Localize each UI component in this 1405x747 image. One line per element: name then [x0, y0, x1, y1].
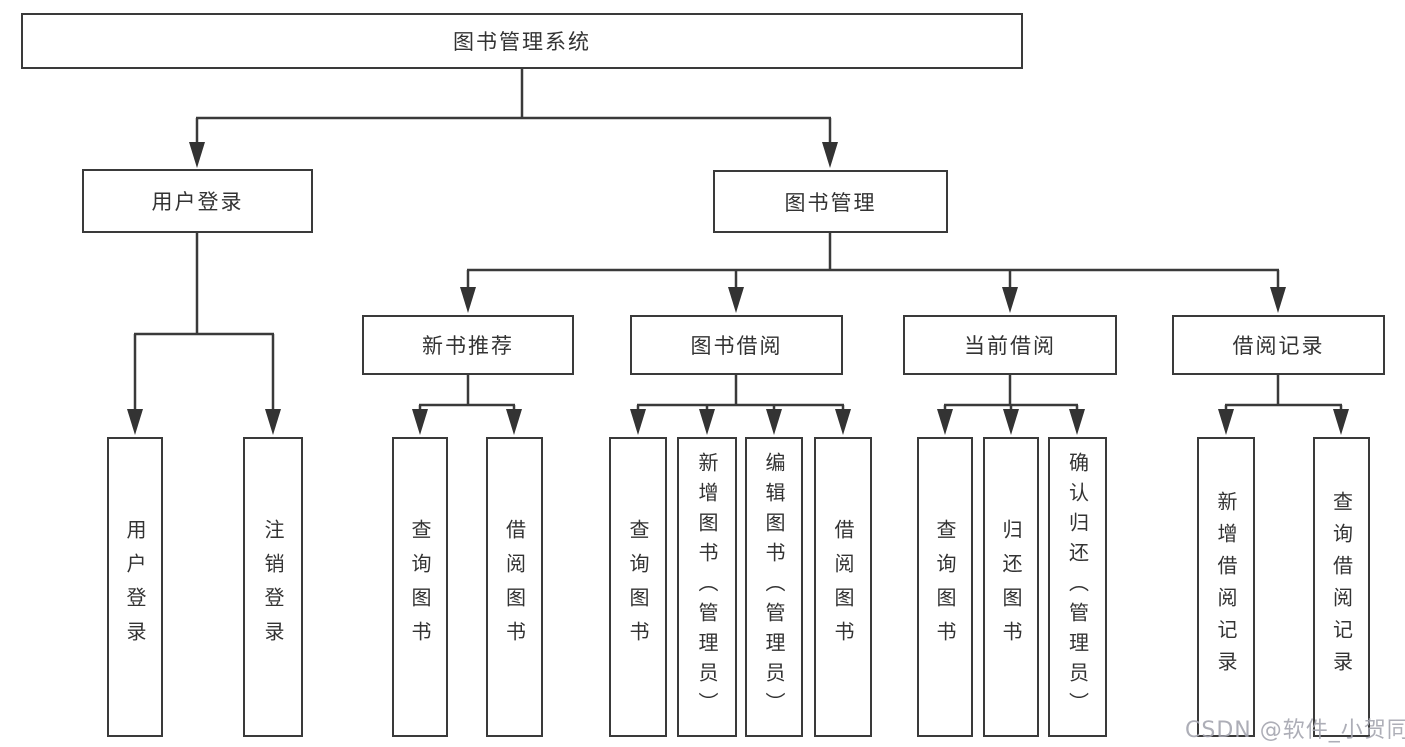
leaf-add-book-admin: 新增图书（管理员） [677, 437, 737, 737]
connector-records-to-leaves [1224, 375, 1343, 420]
leaf-borrow-books-recommend-label: 借阅图书 [502, 519, 527, 655]
leaf-add-book-admin-label: 新增图书（管理员） [695, 452, 719, 722]
connector-recommend-to-leaves [418, 375, 516, 420]
connector-current-to-leaves [943, 375, 1079, 420]
node-user-login: 用户登录 [82, 169, 313, 233]
leaf-query-books-current-label: 查询图书 [933, 519, 957, 655]
leaf-borrow-books: 借阅图书 [814, 437, 872, 737]
node-library-management-system: 图书管理系统 [21, 13, 1023, 69]
leaf-edit-book-admin-label: 编辑图书（管理员） [762, 452, 786, 722]
leaf-query-books-recommend-label: 查询图书 [408, 519, 432, 655]
connector-login-to-leaves [133, 233, 275, 420]
leaf-query-borrow-record: 查询借阅记录 [1313, 437, 1370, 737]
leaf-user-login: 用户登录 [107, 437, 163, 737]
node-book-management: 图书管理 [713, 170, 948, 233]
leaf-query-books-recommend: 查询图书 [392, 437, 448, 737]
csdn-watermark: CSDN @软件_小贺同学 [1185, 718, 1405, 743]
leaf-confirm-return-admin-label: 确认归还（管理员） [1065, 452, 1090, 722]
leaf-query-books-current: 查询图书 [917, 437, 973, 737]
leaf-return-books-label: 归还图书 [999, 519, 1023, 655]
leaf-query-books-borrow-label: 查询图书 [626, 519, 650, 655]
connector-borrow-to-leaves [636, 375, 845, 420]
connector-root-to-level2 [195, 69, 832, 152]
leaf-borrow-books-recommend: 借阅图书 [486, 437, 543, 737]
node-new-book-recommend: 新书推荐 [362, 315, 574, 375]
leaf-query-books-borrow: 查询图书 [609, 437, 667, 737]
leaf-logout-login: 注销登录 [243, 437, 303, 737]
node-borrow-records: 借阅记录 [1172, 315, 1385, 375]
node-book-borrow: 图书借阅 [630, 315, 843, 375]
connector-mgmt-to-level3 [466, 233, 1280, 297]
leaf-query-borrow-record-label: 查询借阅记录 [1329, 491, 1354, 683]
leaf-borrow-books-label: 借阅图书 [831, 519, 855, 655]
leaf-confirm-return-admin: 确认归还（管理员） [1048, 437, 1107, 737]
leaf-add-borrow-record: 新增借阅记录 [1197, 437, 1255, 737]
leaf-edit-book-admin: 编辑图书（管理员） [745, 437, 803, 737]
leaf-user-login-label: 用户登录 [123, 519, 147, 655]
leaf-logout-login-label: 注销登录 [261, 519, 285, 655]
leaf-add-borrow-record-label: 新增借阅记录 [1214, 491, 1238, 683]
node-current-borrow: 当前借阅 [903, 315, 1117, 375]
leaf-return-books: 归还图书 [983, 437, 1039, 737]
